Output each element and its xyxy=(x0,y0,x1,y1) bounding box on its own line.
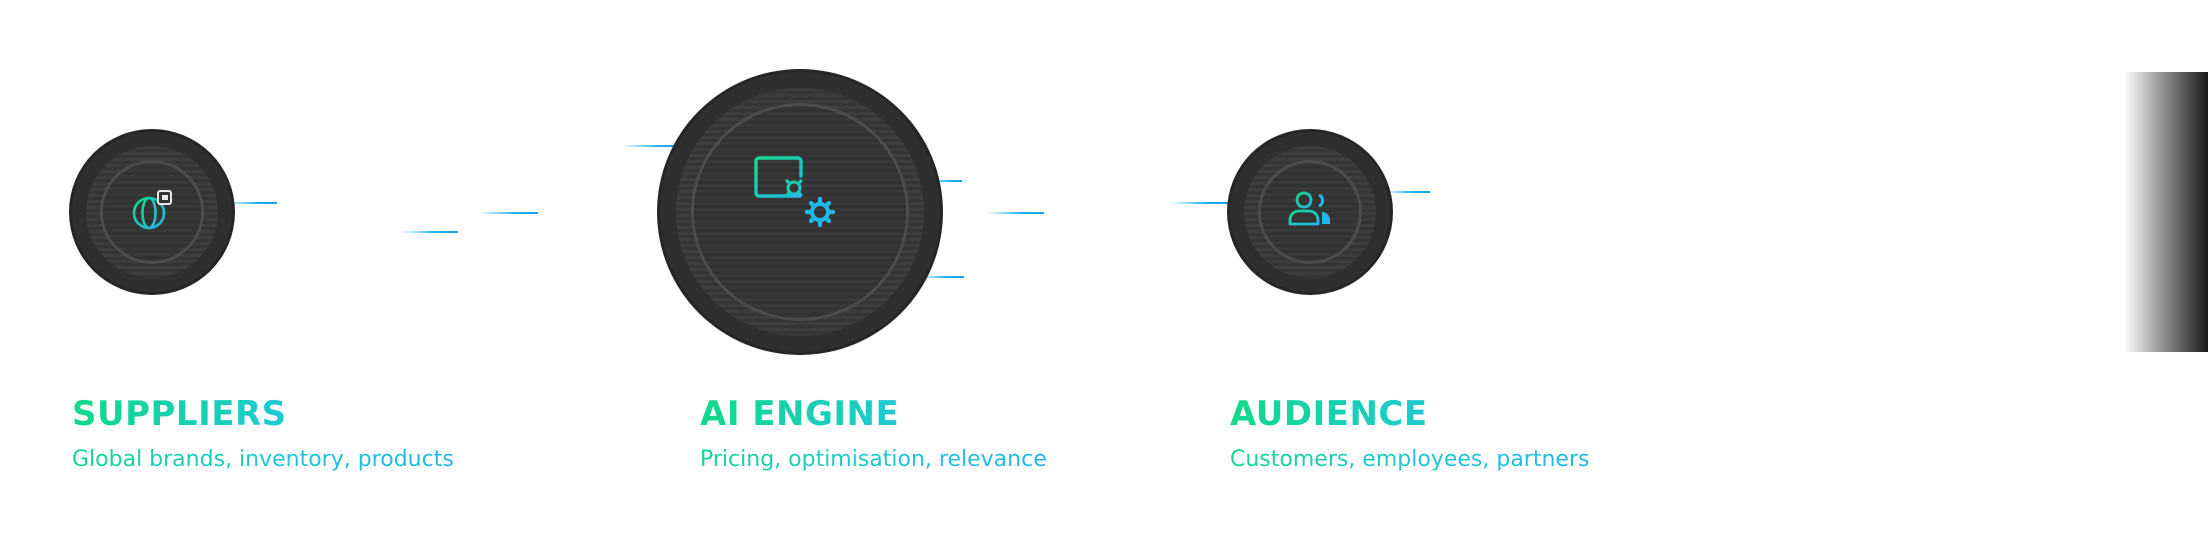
globe-icon xyxy=(130,188,174,236)
connector-streak xyxy=(926,180,962,182)
node-core xyxy=(691,103,909,321)
suppliers-node xyxy=(72,132,232,292)
stage-title: AI ENGINE xyxy=(700,394,1047,434)
connector-streak xyxy=(1384,191,1430,193)
connector-streak xyxy=(400,231,458,233)
node-core xyxy=(100,160,204,264)
ai-engine-label-block: AI ENGINE Pricing, optimisation, relevan… xyxy=(700,394,1047,474)
next-node-edge xyxy=(2124,72,2208,352)
connector-streak xyxy=(622,145,680,147)
audience-node xyxy=(1230,132,1390,292)
suppliers-label-block: SUPPLIERS Global brands, inventory, prod… xyxy=(72,394,454,474)
stage-title: AUDIENCE xyxy=(1230,394,1589,434)
audience-label-block: AUDIENCE Customers, employees, partners xyxy=(1230,394,1589,474)
stage-subtitle: Customers, employees, partners xyxy=(1230,447,1590,472)
connector-streak xyxy=(918,276,964,278)
users-icon xyxy=(1287,190,1333,234)
connector-streak xyxy=(986,212,1044,214)
stage-subtitle: Pricing, optimisation, relevance xyxy=(700,447,1047,472)
settings-sliders-icon xyxy=(749,156,846,268)
connector-streak xyxy=(478,212,538,214)
connector-streak xyxy=(225,202,277,204)
ai-engine-node xyxy=(660,72,940,352)
node-core xyxy=(1258,160,1362,264)
stage-subtitle: Global brands, inventory, products xyxy=(72,447,454,472)
stage-title: SUPPLIERS xyxy=(72,394,454,434)
connector-streak xyxy=(1170,202,1228,204)
